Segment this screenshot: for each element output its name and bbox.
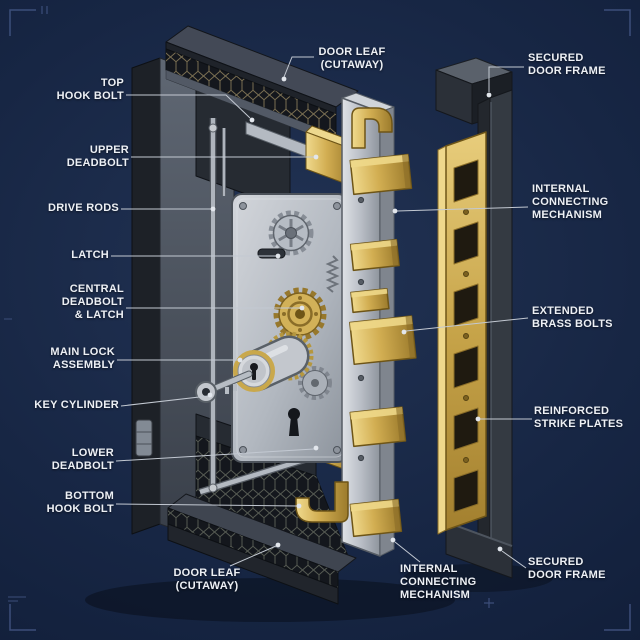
leader-central-deadbolt — [126, 305, 305, 311]
lower-deadbolt-bolt — [349, 406, 407, 448]
leader-key-cylinder — [120, 392, 213, 407]
label-door-leaf-cutaway-bottom: DOOR LEAF (CUTAWAY) — [173, 567, 241, 592]
leader-internal-mechanism-right — [392, 206, 529, 214]
bottom-bolt — [349, 498, 403, 538]
label-main-lock-assembly: MAIN LOCK ASSEMBLY — [50, 346, 115, 371]
leader-secured-frame-top — [486, 66, 524, 98]
central-deadbolt-bolt — [349, 315, 417, 366]
latch-bolt — [349, 238, 400, 272]
brass-bolts-graphic — [295, 107, 417, 538]
leader-lines — [111, 56, 532, 569]
label-lower-deadbolt: LOWER DEADBOLT — [51, 447, 114, 472]
hinge — [135, 419, 153, 457]
label-extended-brass-bolts: EXTENDED BRASS BOLTS — [532, 305, 613, 330]
leader-secured-frame-bottom — [497, 546, 527, 569]
key-cylinder-graphic — [195, 331, 314, 403]
leader-top-hook-bolt — [126, 94, 255, 123]
small-bolt — [350, 287, 390, 314]
label-key-cylinder: KEY CYLINDER — [34, 399, 119, 411]
top-hook-bolt-graphic — [351, 107, 393, 149]
label-central-deadbolt-latch: CENTRAL DEADBOLT & LATCH — [61, 283, 124, 321]
leader-reinforced-strike-plates — [475, 416, 532, 422]
leader-drive-rods — [121, 206, 216, 212]
upper-deadbolt-bolt — [349, 153, 413, 196]
door-leaf-graphic — [131, 25, 359, 605]
label-bottom-hook-bolt: BOTTOM HOOK BOLT — [46, 490, 114, 515]
label-reinforced-strike-plates: REINFORCED STRIKE PLATES — [534, 405, 624, 430]
gear-brass — [273, 287, 327, 341]
label-latch: LATCH — [71, 249, 109, 261]
rail-screws — [357, 196, 365, 462]
strike-plate-cutouts — [453, 159, 479, 513]
keyhole — [288, 408, 300, 436]
spring — [325, 255, 340, 293]
leader-lower-deadbolt — [115, 445, 319, 462]
strike-plate-graphic — [437, 131, 487, 535]
gear-top — [268, 210, 314, 256]
label-drive-rods: DRIVE RODS — [48, 202, 119, 214]
main-lock-assembly-graphic — [231, 193, 349, 463]
corner-marks — [4, 6, 631, 631]
ground-shadows — [85, 564, 553, 622]
leader-latch — [111, 253, 281, 259]
leader-upper-deadbolt — [131, 154, 319, 160]
label-internal-connecting-mechanism-bottom: INTERNAL CONNECTING MECHANISM — [400, 563, 477, 601]
label-door-leaf-cutaway-top: DOOR LEAF (CUTAWAY) — [318, 46, 386, 71]
label-upper-deadbolt: UPPER DEADBOLT — [66, 144, 129, 169]
label-internal-connecting-mechanism-right: INTERNAL CONNECTING MECHANISM — [532, 183, 609, 221]
door-top-rail — [165, 25, 359, 145]
leader-door-leaf-bottom — [229, 542, 281, 567]
bottom-hook-bolt-graphic — [295, 481, 349, 523]
label-top-hook-bolt: TOP HOOK BOLT — [56, 77, 124, 102]
leader-door-leaf-top — [281, 56, 314, 82]
plate-screws — [239, 202, 341, 454]
latch-slot — [257, 248, 286, 259]
label-secured-door-frame-top: SECURED DOOR FRAME — [528, 52, 606, 77]
leader-bottom-hook-bolt — [115, 503, 302, 509]
key-graphic — [195, 370, 253, 403]
label-secured-door-frame-bottom: SECURED DOOR FRAME — [528, 556, 606, 581]
door-bottom-rail — [167, 493, 357, 605]
leader-main-lock — [117, 357, 243, 363]
leader-internal-mechanism-bottom — [390, 537, 421, 563]
gear-lower — [298, 366, 332, 400]
leader-extended-brass-bolts — [401, 317, 529, 335]
